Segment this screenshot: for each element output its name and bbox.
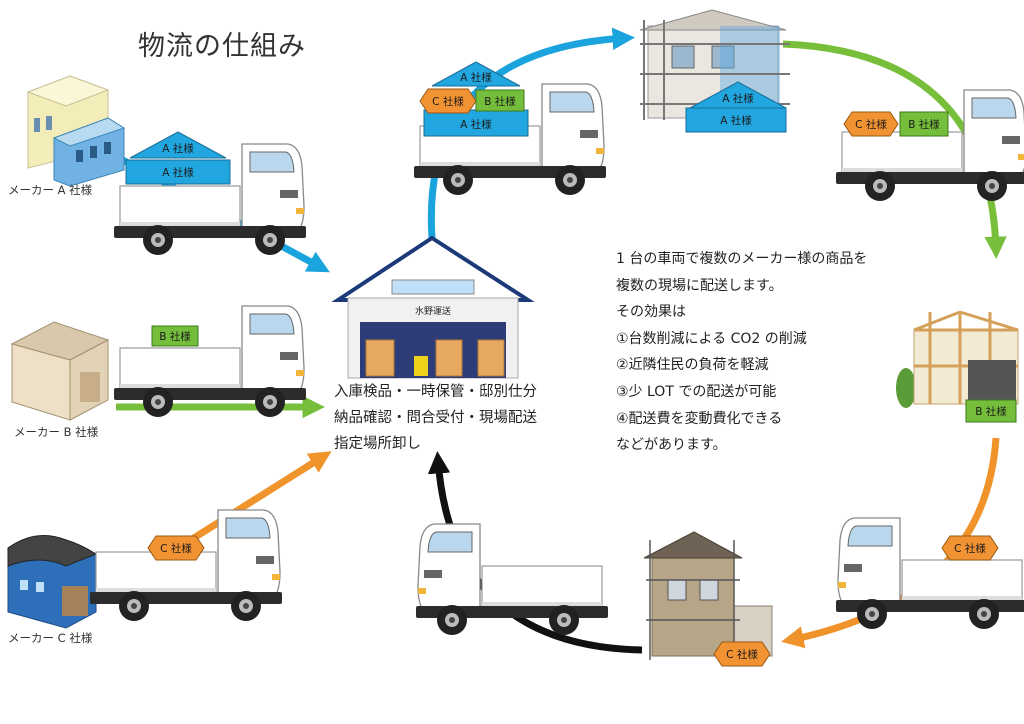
maker-a-label: メーカー A 社様 xyxy=(8,183,93,197)
site-b-frame xyxy=(896,310,1019,408)
truck-maker-b xyxy=(113,305,307,418)
cargo-full-b xyxy=(475,89,525,112)
cargo-box-a xyxy=(125,159,231,185)
hub-service-line-1: 入庫検品・一時保管・邸別仕分 xyxy=(334,384,537,400)
description-line: ②近隣住民の負荷を軽減 xyxy=(616,357,769,374)
cargo-hex-c xyxy=(147,535,205,561)
cargo-label-full-a-roof: A 社様 xyxy=(460,71,492,84)
cargo-label-full-c: C 社様 xyxy=(432,95,464,108)
site-a-cargo-label-box: A 社様 xyxy=(720,114,752,127)
site-b-cargo-label: B 社様 xyxy=(975,405,1007,418)
page-title: 物流の仕組み xyxy=(138,31,306,62)
description-line: などがあります。 xyxy=(616,437,727,454)
cargo-label-c1: C 社様 xyxy=(160,542,192,555)
maker-b-building xyxy=(10,321,110,421)
site-a-cargo-box xyxy=(685,107,787,133)
cargo-label-b1: B 社様 xyxy=(159,330,191,343)
cargo-label-t6-c: C 社様 xyxy=(954,542,986,555)
hub-service-line-3: 指定場所卸し xyxy=(334,436,421,452)
cargo-t5-b xyxy=(899,111,949,137)
cargo-label-a1-roof: A 社様 xyxy=(162,142,194,155)
truck-after-site-a xyxy=(835,89,1024,202)
cargo-box-b xyxy=(151,325,199,347)
site-b-cargo-box xyxy=(965,399,1017,423)
description-line: その効果は xyxy=(616,304,686,321)
cargo-label-full-a-box: A 社様 xyxy=(460,118,492,131)
description-block: 1 台の車両で複数のメーカー様の商品を 複数の現場に配送します。 その効果は ①… xyxy=(616,246,867,459)
cargo-full-a-roof xyxy=(431,61,521,87)
site-c-house xyxy=(643,531,773,660)
cargo-label-t5-c: C 社様 xyxy=(855,118,887,131)
truck-empty-return xyxy=(416,524,608,635)
description-line: ①台数削減による CO2 の削減 xyxy=(616,330,807,347)
site-c-cargo-hex xyxy=(713,641,771,667)
cargo-label-a1-box: A 社様 xyxy=(162,166,194,179)
warehouse-sign: 水野運送 xyxy=(415,305,451,317)
description-line: 1 台の車両で複数のメーカー様の商品を xyxy=(616,251,868,267)
site-a-cargo-label-roof: A 社様 xyxy=(722,92,754,105)
description-line: ④配送費を変動費化できる xyxy=(616,410,783,427)
cargo-t5-c xyxy=(843,111,899,137)
maker-c-label: メーカー C 社様 xyxy=(8,631,93,645)
cargo-t6-c xyxy=(941,535,999,561)
description-line: ③少 LOT での配送が可能 xyxy=(616,383,777,400)
maker-a-building xyxy=(26,75,126,187)
cargo-label-t5-b: B 社様 xyxy=(908,118,940,131)
description-line: 複数の現場に配送します。 xyxy=(616,277,783,294)
cargo-full-a-bottom xyxy=(423,109,529,137)
truck-maker-c xyxy=(89,509,283,622)
truck-after-site-b xyxy=(836,518,1024,629)
cargo-roof-a xyxy=(129,131,227,159)
cargo-label-full-b: B 社様 xyxy=(484,95,516,108)
site-c-cargo-label: C 社様 xyxy=(726,648,758,661)
maker-b-label: メーカー B 社様 xyxy=(14,425,99,439)
arrow-hub-to-site-a xyxy=(427,27,635,239)
hub-service-line-2: 納品確認・問合受付・現場配送 xyxy=(334,410,537,426)
hub-warehouse xyxy=(331,235,535,379)
maker-c-building xyxy=(7,535,98,629)
